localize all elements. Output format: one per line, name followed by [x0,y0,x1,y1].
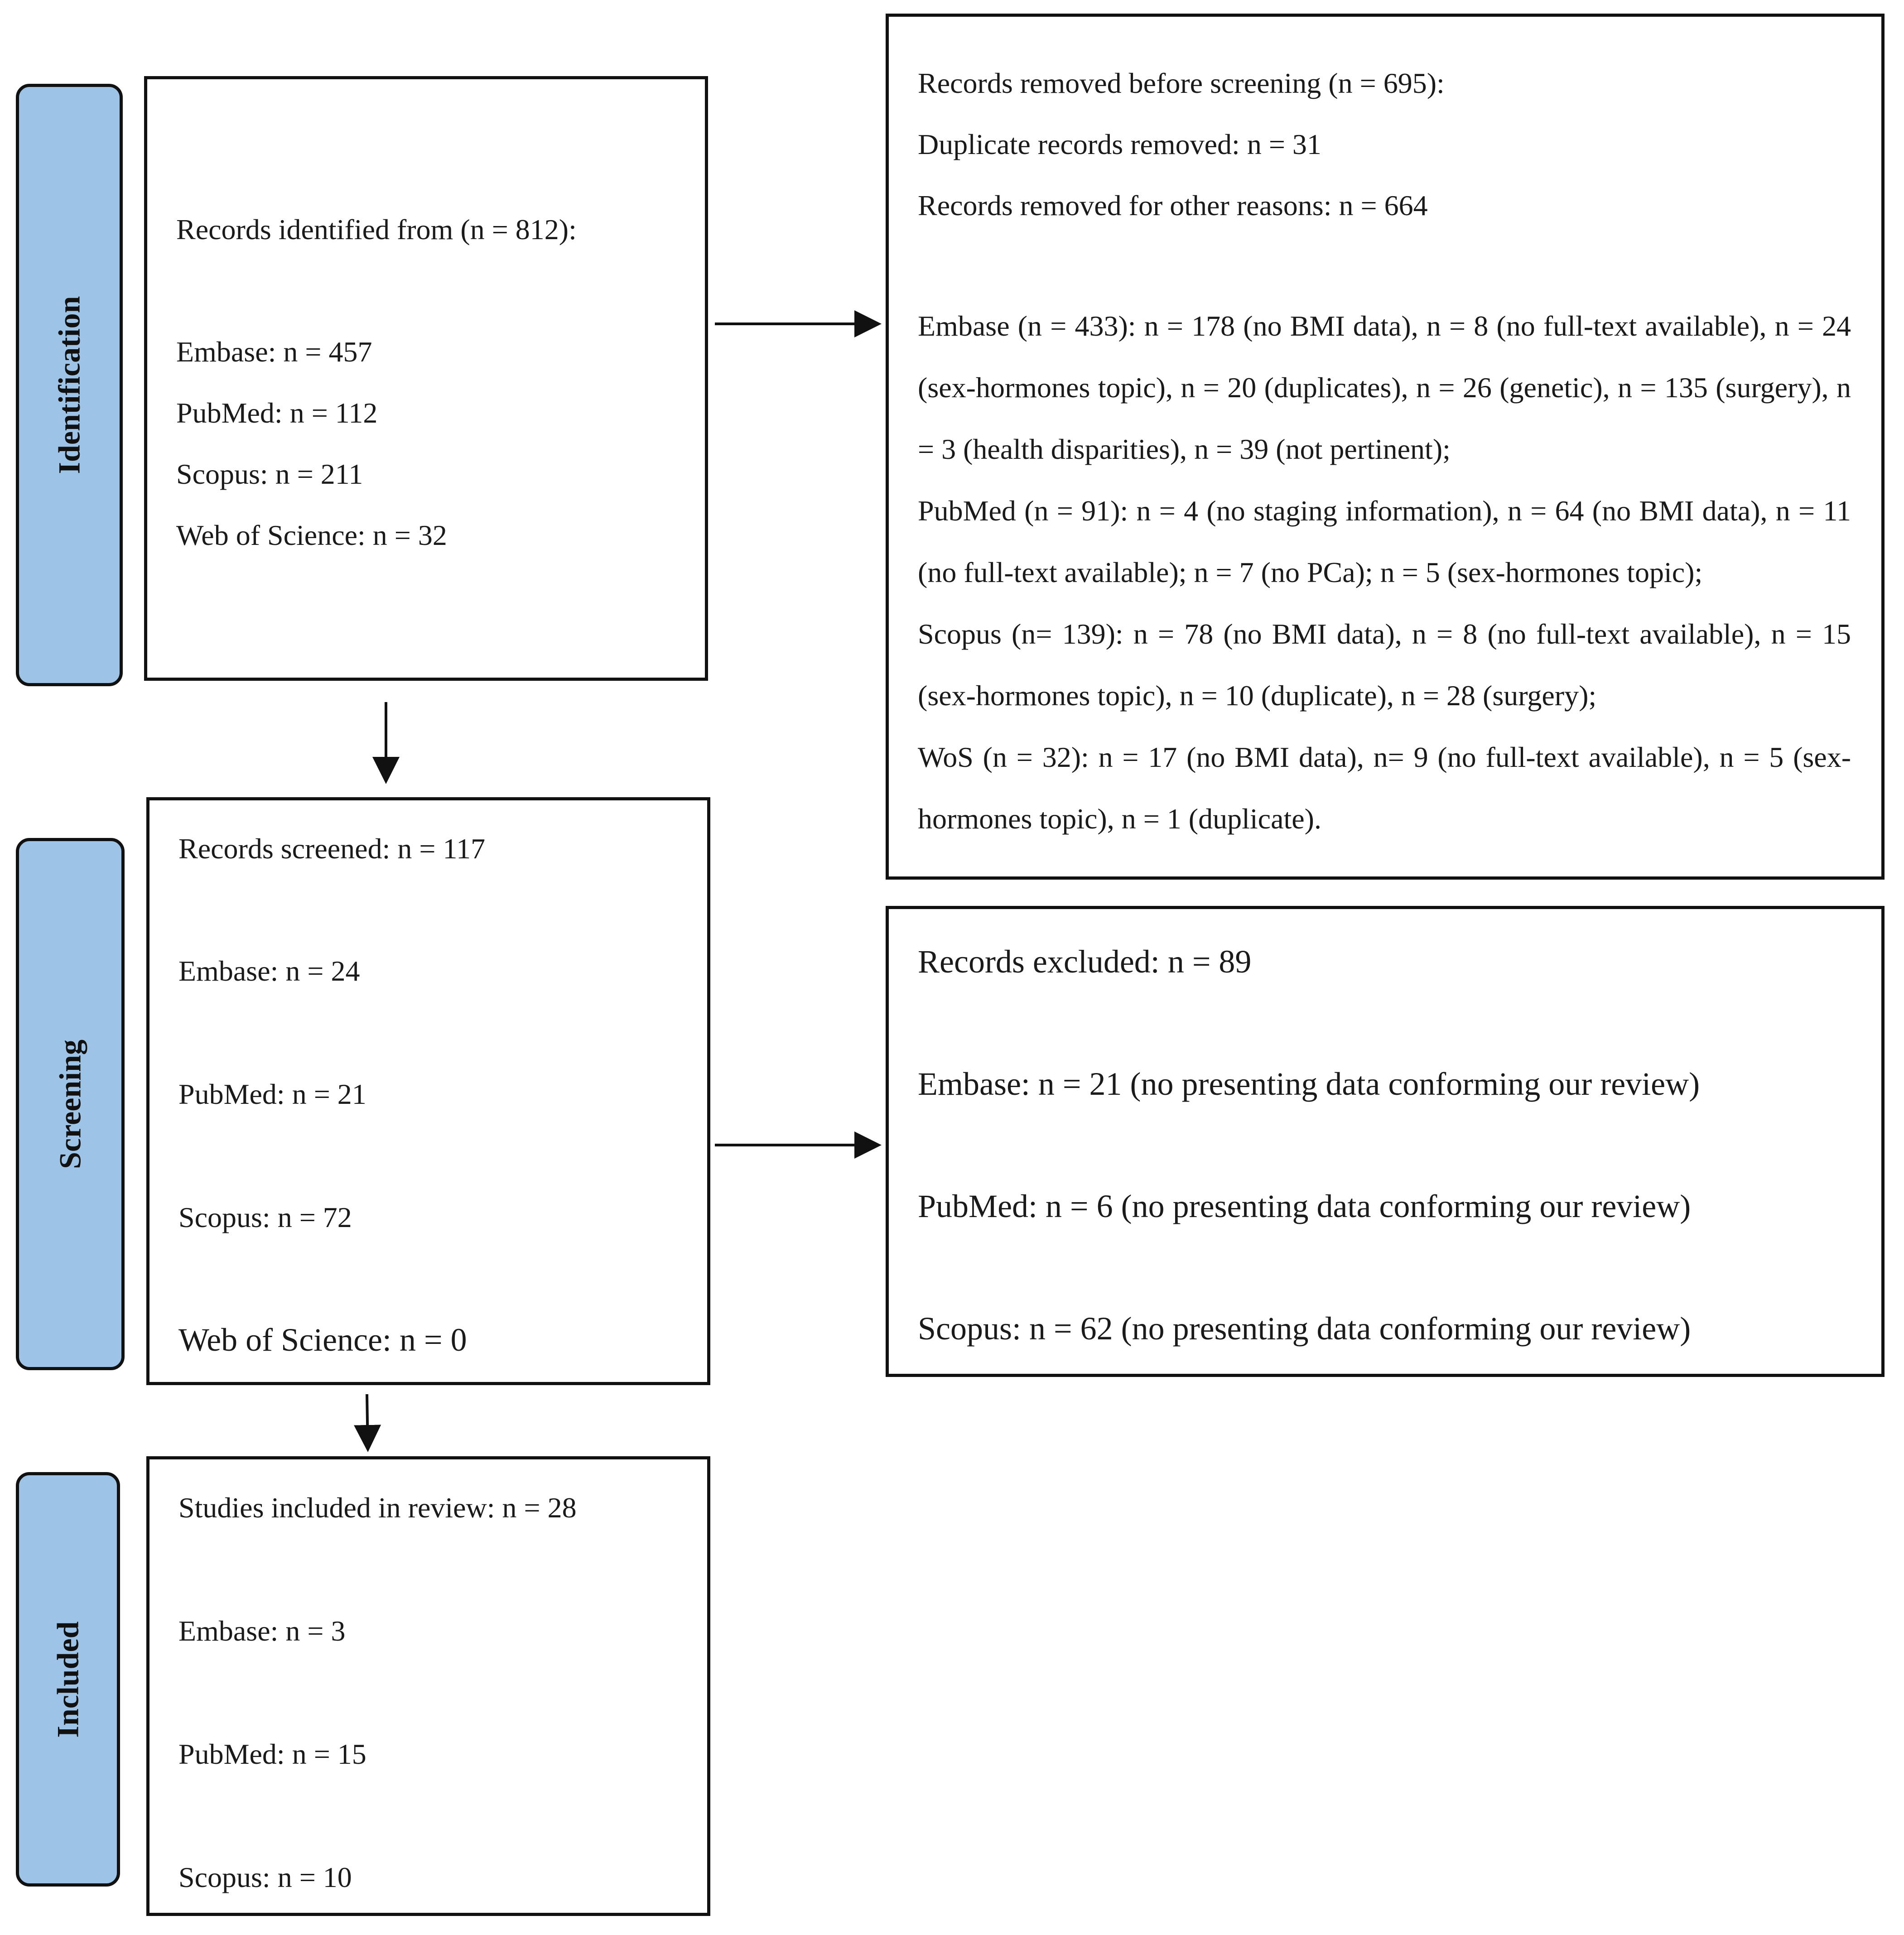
identified-item: PubMed: n = 112 [176,397,378,429]
screened-header: Records screened: n = 117 [178,833,486,865]
removed-pubmed: PubMed (n = 91): n = 4 (no staging infor… [918,495,1851,588]
screened-item: Embase: n = 24 [178,955,360,987]
removed-duplicates: Duplicate records removed: n = 31 [918,128,1321,160]
included-item: PubMed: n = 15 [178,1738,366,1770]
identified-item: Web of Science: n = 32 [176,519,447,551]
excluded-box: Records excluded: n = 89 Embase: n = 21 … [886,906,1885,1377]
screened-item: Scopus: n = 72 [178,1201,352,1233]
removed-wos: WoS (n = 32): n = 17 (no BMI data), n= 9… [918,741,1851,835]
screened-item: Web of Science: n = 0 [178,1322,467,1358]
removed-scopus: Scopus (n= 139): n = 78 (no BMI data), n… [918,618,1851,712]
removed-embase: Embase (n = 433): n = 178 (no BMI data),… [918,310,1851,465]
included-item: Scopus: n = 10 [178,1861,352,1893]
screened-box: Records screened: n = 117 Embase: n = 24… [146,797,710,1385]
removed-box: Records removed before screening (n = 69… [886,14,1885,880]
excluded-item: Embase: n = 21 (no presenting data confo… [918,1066,1700,1102]
screened-item: PubMed: n = 21 [178,1078,366,1110]
excluded-item: Scopus: n = 62 (no presenting data confo… [918,1310,1691,1347]
identified-header: Records identified from (n = 812): [176,213,577,245]
identified-item: Embase: n = 457 [176,336,372,368]
arrow-screened-to-included [354,1394,381,1452]
included-box: Studies included in review: n = 28 Embas… [146,1456,710,1916]
identified-item: Scopus: n = 211 [176,458,363,490]
removed-header: Records removed before screening (n = 69… [918,67,1445,99]
identified-box: Records identified from (n = 812): Embas… [144,76,708,681]
removed-other: Records removed for other reasons: n = 6… [918,189,1428,221]
phase-screening: Screening [16,838,125,1370]
excluded-header: Records excluded: n = 89 [918,943,1252,980]
included-item: Embase: n = 3 [178,1615,346,1647]
phase-identification: Identification [16,84,123,686]
phase-included: Included [16,1472,120,1887]
included-header: Studies included in review: n = 28 [178,1492,577,1524]
excluded-item: PubMed: n = 6 (no presenting data confor… [918,1188,1691,1224]
